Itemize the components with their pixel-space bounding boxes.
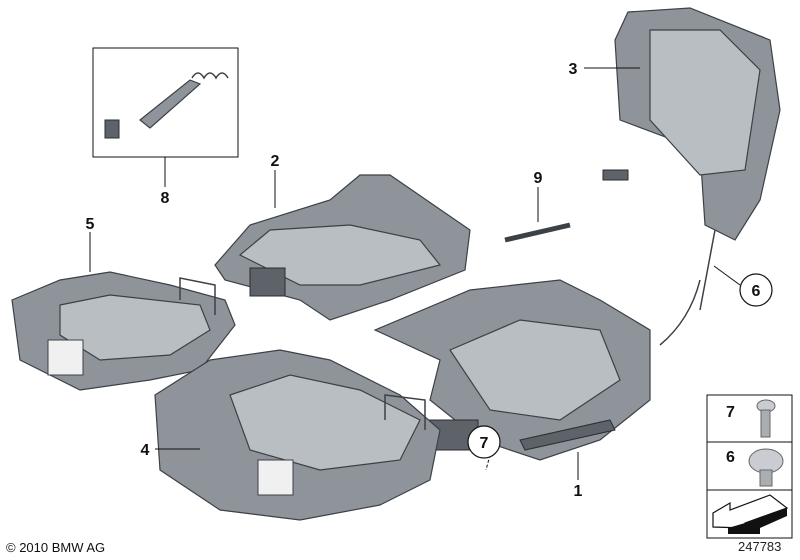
callout-2[interactable]: 2	[271, 153, 280, 170]
callout-7-circle	[467, 425, 501, 459]
part-1-seat-frame[interactable]	[373, 279, 651, 461]
copyright-notice: © 2010 BMW AG	[6, 540, 106, 555]
part-5-seat-pan[interactable]	[11, 271, 236, 391]
arrow-left-down-icon	[712, 494, 789, 534]
legend-label-7: 7	[726, 404, 735, 421]
callout-1[interactable]: 1	[574, 483, 583, 500]
callout-9[interactable]: 9	[534, 170, 543, 187]
callout-6[interactable]: 6	[752, 283, 761, 300]
part-4-seat-pan[interactable]	[154, 349, 441, 521]
callout-5[interactable]: 5	[86, 216, 95, 233]
callout-4[interactable]: 4	[141, 442, 150, 459]
part-8-kit-box[interactable]	[92, 47, 239, 158]
callout-3[interactable]: 3	[569, 61, 578, 78]
part-2-seat-rail-frame[interactable]	[214, 174, 471, 321]
legend-label-6: 6	[726, 449, 735, 466]
diagram-number: 247783	[738, 539, 782, 554]
part-9-rod[interactable]	[504, 222, 571, 243]
callout-6-circle	[739, 273, 773, 307]
fastener-legend: 7 6	[706, 394, 793, 539]
torx-flange-screw-icon	[748, 448, 784, 487]
callout-8[interactable]: 8	[161, 190, 170, 207]
callout-7[interactable]: 7	[480, 435, 489, 452]
leader-6	[713, 265, 741, 286]
torx-bolt-icon	[756, 399, 776, 438]
part-3-backrest-frame[interactable]	[602, 7, 781, 346]
